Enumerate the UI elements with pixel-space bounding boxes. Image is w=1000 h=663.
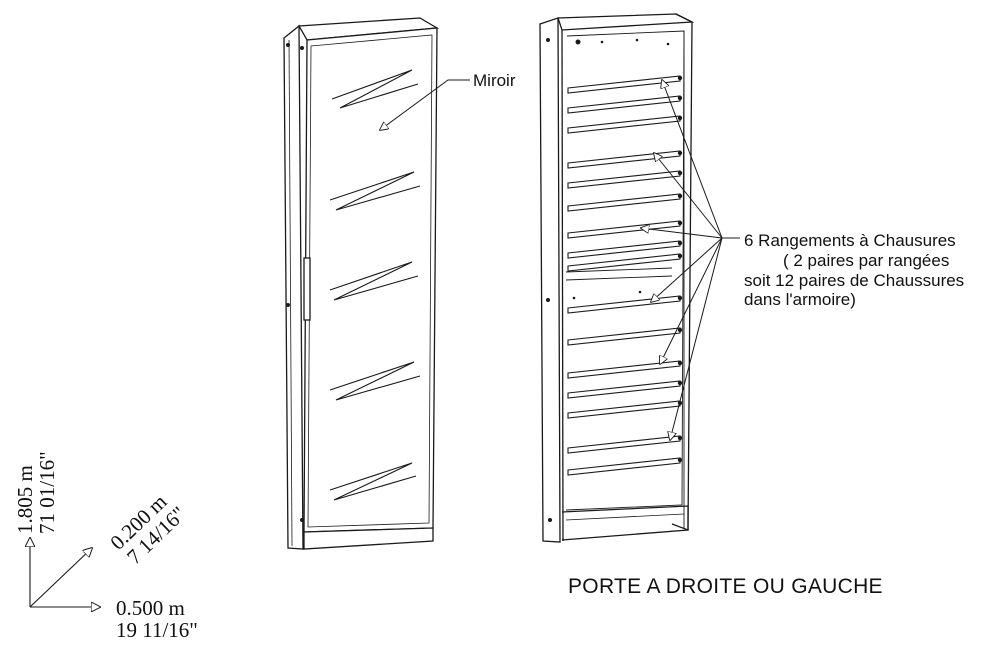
shoe-rail [567, 220, 681, 239]
shoe-storage-leaders [641, 80, 740, 440]
rail-peg [677, 220, 683, 226]
width-imperial: 19 11/16" [116, 618, 198, 642]
rail-peg [677, 115, 683, 121]
dimension-axes [30, 538, 100, 607]
shoe-rail [567, 295, 681, 314]
width-dimension: 0.500 m 19 11/16" [116, 597, 198, 641]
shoe-rail [567, 380, 681, 399]
width-metric: 0.500 m [116, 596, 185, 620]
height-dimension: 1.805 m 71 01/16" [13, 451, 59, 534]
mirror-leader [380, 79, 470, 130]
shoe-rail [567, 170, 681, 189]
shoe-storage-line-2: ( 2 paires par rangées [783, 251, 950, 270]
shoe-rail [567, 435, 681, 454]
shoe-rail [567, 75, 681, 94]
shoe-storage-line-4: dans l'armoire) [744, 290, 856, 309]
open-cabinet [539, 13, 695, 543]
mirror-label: Miroir [473, 71, 516, 90]
shoe-rail [567, 95, 681, 114]
shoe-rail [567, 193, 681, 212]
shoe-rail [567, 150, 681, 169]
rail-peg [677, 150, 683, 156]
rail-peg [677, 435, 683, 441]
rail-peg [677, 170, 683, 176]
rail-peg [677, 360, 683, 366]
shoe-rail [567, 327, 681, 346]
rail-peg [677, 457, 683, 463]
shoe-storage-line-1: 6 Rangements à Chausures [744, 231, 956, 250]
rail-peg [677, 240, 683, 246]
shoe-rail [567, 115, 681, 134]
shoe-rail [567, 253, 681, 272]
rail-peg [677, 380, 683, 386]
rail-peg [677, 193, 683, 199]
shoe-rails [567, 75, 683, 476]
door-note: PORTE A DROITE OU GAUCHE [568, 575, 883, 598]
rail-peg [677, 75, 683, 81]
closed-cabinet [283, 17, 440, 550]
shoe-rail [567, 240, 681, 259]
mirror-reflections [329, 69, 421, 501]
rail-peg [677, 327, 683, 333]
height-metric: 1.805 m [13, 465, 37, 534]
shoe-rail [567, 360, 681, 379]
shoe-storage-line-3: soit 12 paires de Chaussures [744, 271, 965, 290]
shoe-rail [567, 400, 681, 419]
rail-peg [677, 95, 683, 101]
rail-peg [677, 295, 683, 301]
shoe-rail [567, 457, 681, 476]
rail-peg [677, 253, 683, 259]
height-imperial: 71 01/16" [35, 451, 59, 534]
